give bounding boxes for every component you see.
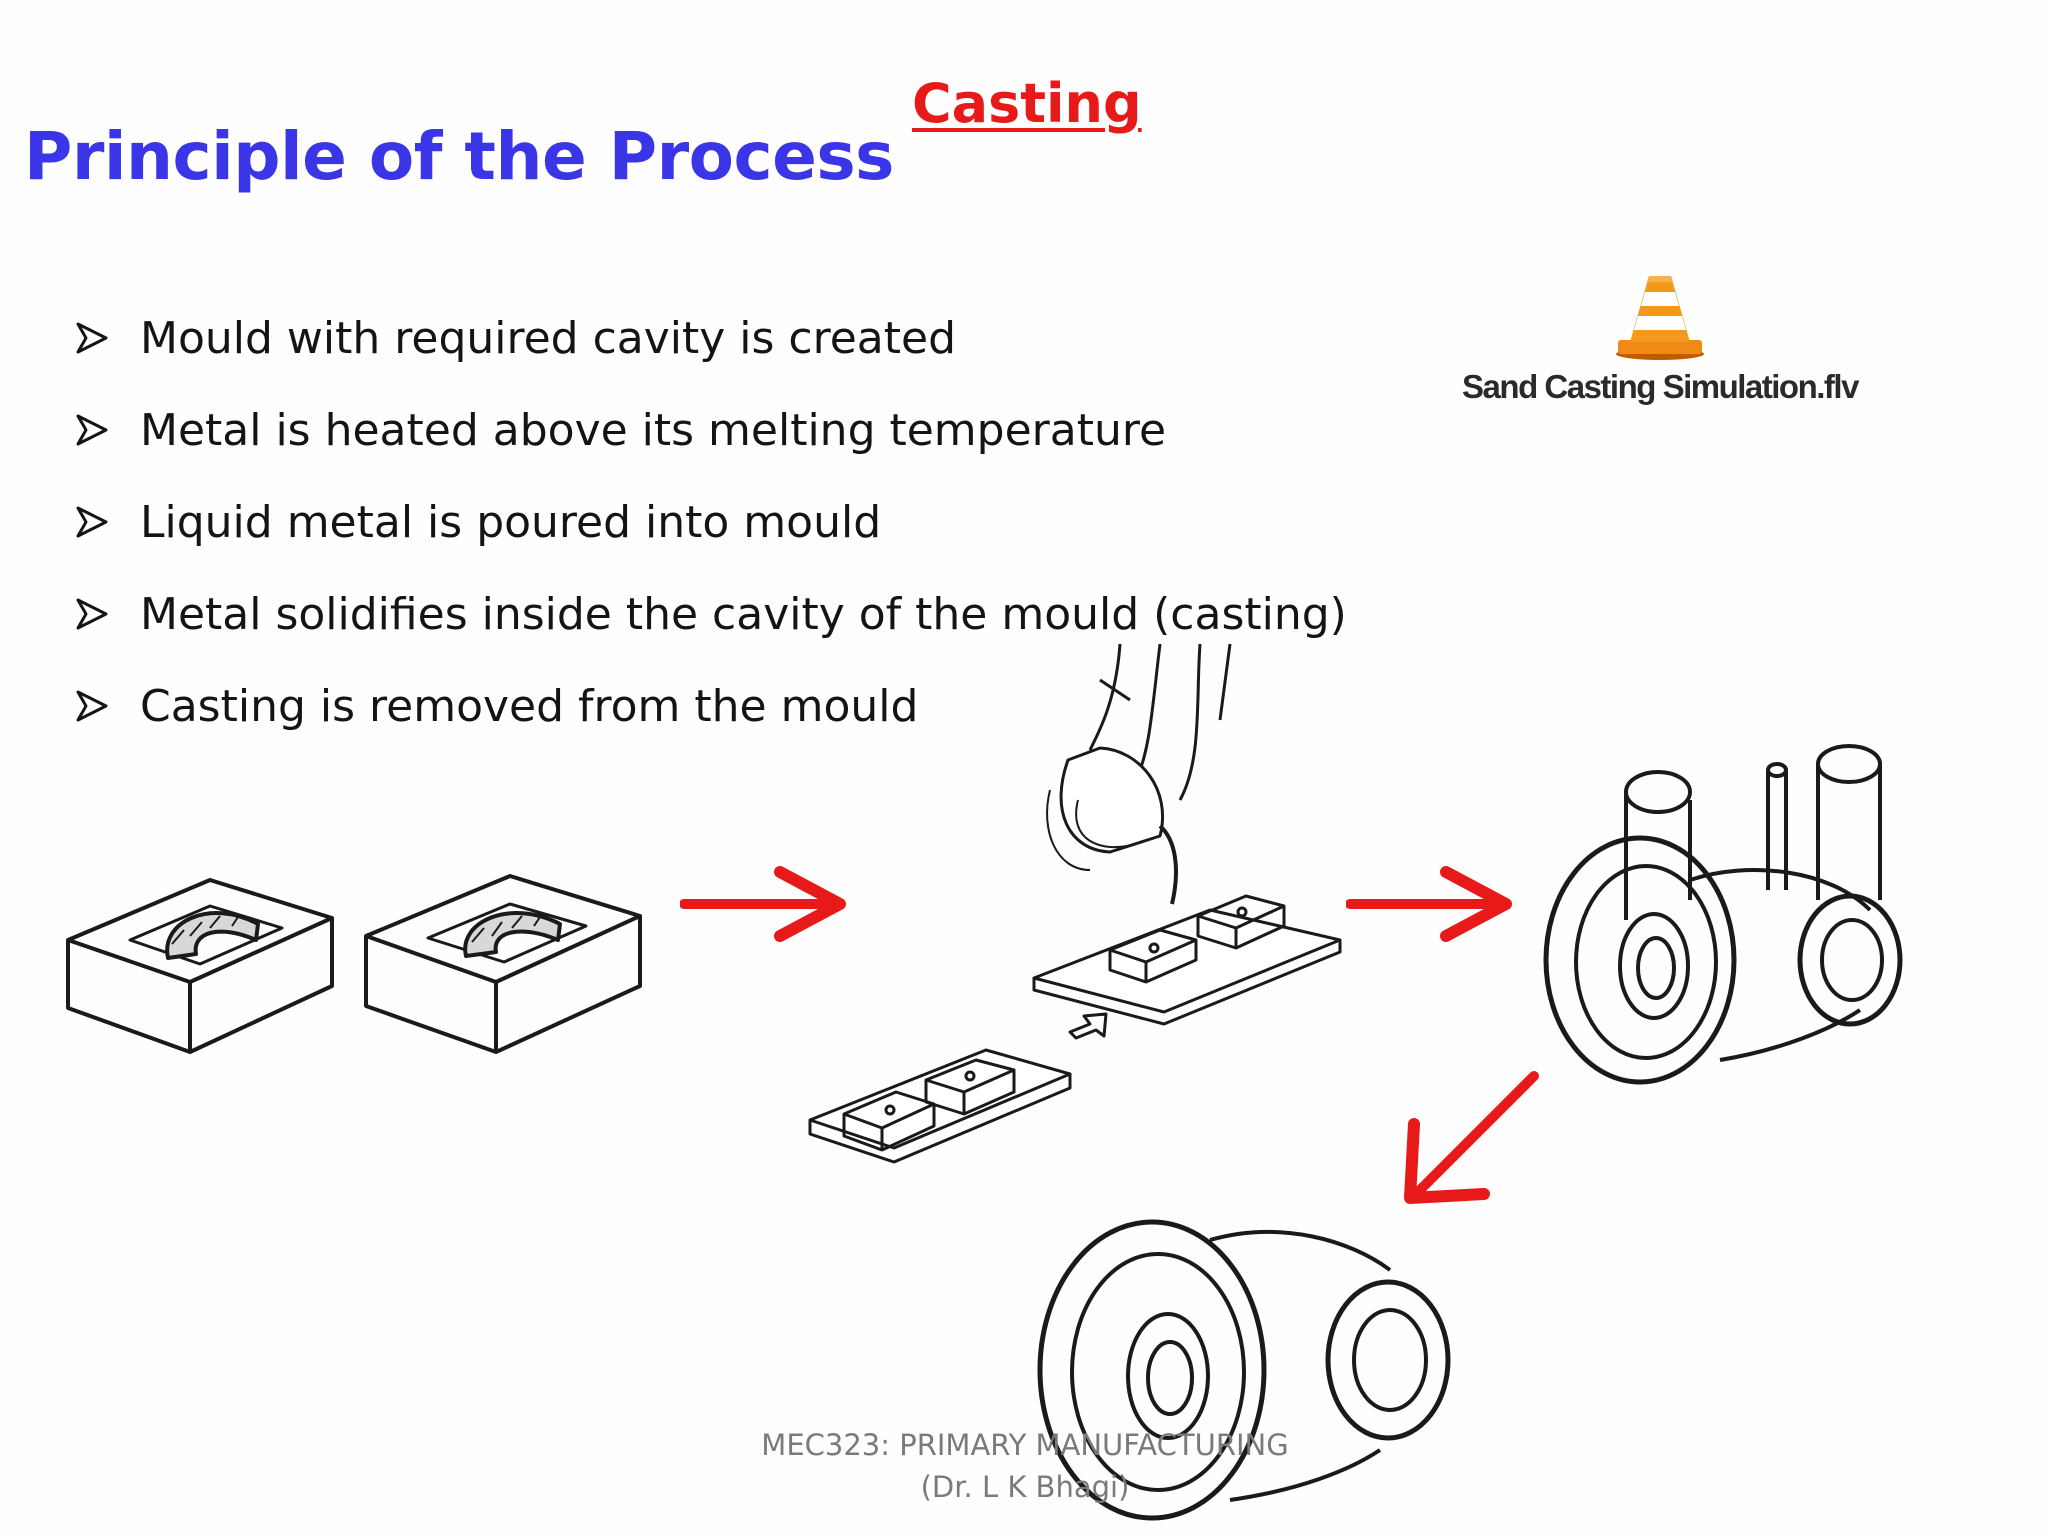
arrowhead-bullet-icon bbox=[76, 506, 108, 538]
footer-author: (Dr. L K Bhagi) bbox=[920, 1470, 1130, 1504]
move-arrow-icon bbox=[1068, 1012, 1108, 1040]
media-filename[interactable]: Sand Casting Simulation.flv bbox=[1462, 368, 1859, 405]
arrowhead-bullet-icon bbox=[76, 322, 108, 354]
process-arrow-3 bbox=[1404, 1071, 1539, 1204]
process-arrow-1 bbox=[680, 866, 846, 942]
arrowhead-bullet-icon bbox=[76, 690, 108, 722]
casting-with-risers-figure bbox=[1543, 744, 1903, 1085]
arrowhead-bullet-icon bbox=[76, 414, 108, 446]
bullet-text: Metal is heated above its melting temper… bbox=[140, 404, 1167, 456]
mould-half-right bbox=[364, 874, 642, 1054]
bullet-text: Casting is removed from the mould bbox=[140, 680, 919, 732]
finished-casting-figure bbox=[1037, 1219, 1451, 1521]
mould-halves-figure bbox=[66, 874, 642, 1054]
vlc-cone-icon[interactable] bbox=[1612, 270, 1708, 362]
bullet-list: Mould with required cavity is created Me… bbox=[72, 292, 1347, 752]
arrowhead-bullet-icon bbox=[76, 598, 108, 630]
bullet-text: Mould with required cavity is created bbox=[140, 312, 957, 364]
mould-plate-left bbox=[808, 1048, 1072, 1164]
mould-plate-right bbox=[1032, 894, 1342, 1026]
bullet-text: Metal solidifies inside the cavity of th… bbox=[140, 588, 1347, 640]
bullet-item: Metal solidifies inside the cavity of th… bbox=[72, 568, 1347, 660]
footer-course: MEC323: PRIMARY MANUFACTURING bbox=[761, 1428, 1289, 1462]
ladle-and-crane bbox=[1046, 643, 1232, 905]
pouring-figure bbox=[808, 643, 1342, 1164]
footer: MEC323: PRIMARY MANUFACTURING (Dr. L K B… bbox=[700, 1424, 1350, 1508]
bullet-item: Casting is removed from the mould bbox=[72, 660, 1347, 752]
bullet-item: Mould with required cavity is created bbox=[72, 292, 1347, 384]
bullet-item: Liquid metal is poured into mould bbox=[72, 476, 1347, 568]
bullet-text: Liquid metal is poured into mould bbox=[140, 496, 882, 548]
bullet-item: Metal is heated above its melting temper… bbox=[72, 384, 1347, 476]
embedded-video-link[interactable]: Sand Casting Simulation.flv bbox=[1440, 270, 1880, 406]
page-title: Principle of the Process bbox=[24, 118, 894, 195]
process-arrow-2 bbox=[1346, 866, 1512, 942]
mould-half-left bbox=[66, 878, 334, 1054]
section-title: Casting bbox=[912, 72, 1142, 135]
